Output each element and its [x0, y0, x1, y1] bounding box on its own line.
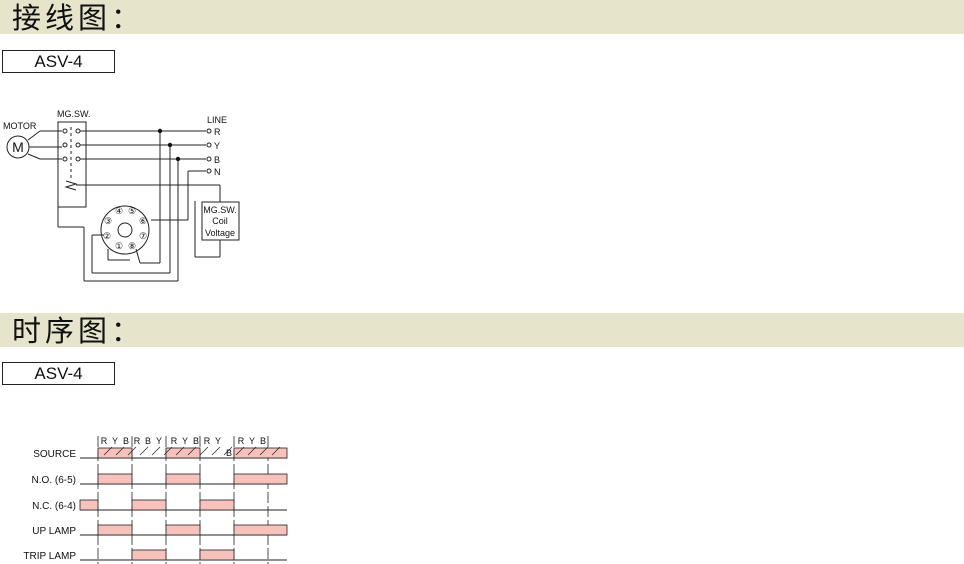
wiring-section-title: 接线图：: [12, 1, 145, 35]
timing-phase-tick: [211, 446, 221, 456]
timing-pulse: [131, 499, 167, 511]
timing-phase-label: Y: [249, 436, 255, 446]
timing-phase-label: B: [145, 436, 151, 446]
timing-phase-tick: [187, 446, 197, 456]
timing-phase-tick: [127, 446, 137, 456]
pin-2: ②: [103, 231, 111, 241]
timing-phase-label: Y: [182, 436, 188, 446]
timing-phase-label: R: [238, 436, 245, 446]
relay-socket: [100, 205, 150, 255]
timing-phase-label: B: [123, 436, 129, 446]
line-y-label: Y: [214, 141, 220, 151]
timing-pulse: [199, 549, 235, 561]
motor-symbol-letter: M: [12, 139, 24, 155]
line-b-label: B: [214, 155, 220, 165]
switch-label: MG.SW.: [57, 109, 91, 119]
pin-5: ⑤: [128, 206, 136, 216]
wiring-diagram: MOTOR M MG.SW. LINE R Y B N MG.SW. Coil …: [3, 109, 240, 282]
timing-pulse: [233, 524, 288, 536]
timing-phase-tick: [115, 446, 125, 456]
timing-pulse: [165, 447, 201, 459]
timing-phase-tick: [175, 446, 185, 456]
wiring-model-label: ASV-4: [2, 50, 115, 73]
line-n-label: N: [214, 167, 221, 177]
timing-b-marker: B: [226, 448, 232, 458]
timing-pulse: [131, 549, 167, 561]
timing-pulse: [79, 499, 99, 511]
timing-pulse: [199, 499, 235, 511]
timing-pulse: [233, 473, 288, 485]
timing-phase-label: R: [171, 436, 178, 446]
coil-label-1: MG.SW.: [203, 205, 237, 215]
motor-label: MOTOR: [3, 121, 37, 131]
timing-pulse: [97, 524, 133, 536]
timing-phase-label: R: [134, 436, 141, 446]
timing-pulse: [165, 524, 201, 536]
timing-pulse: [165, 473, 201, 485]
timing-phase-tick: [271, 446, 281, 456]
timing-phase-tick: [139, 446, 149, 456]
timing-phase-tick: [235, 446, 245, 456]
timing-model-label: ASV-4: [2, 362, 115, 385]
pin-8: ⑧: [128, 241, 136, 251]
timing-phase-label: Y: [215, 436, 221, 446]
timing-pulse: [97, 473, 133, 485]
pin-3: ③: [104, 216, 112, 226]
pin-7: ⑦: [139, 231, 147, 241]
timing-section-title: 时序图：: [12, 314, 145, 348]
timing-phase-tick: [151, 446, 161, 456]
timing-phase-tick: [247, 446, 257, 456]
timing-phase-label: B: [260, 436, 266, 446]
timing-phase-label: R: [204, 436, 211, 446]
coil-label-2: Coil: [212, 216, 228, 226]
timing-pulse: [233, 447, 288, 459]
pin-6: ⑥: [139, 216, 147, 226]
line-r-label: R: [214, 127, 221, 137]
timing-phase-tick: [103, 446, 113, 456]
timing-phase-label: R: [101, 436, 108, 446]
pin-4: ④: [115, 206, 123, 216]
timing-section-header: 时序图：: [0, 313, 964, 348]
timing-phase-label: Y: [156, 436, 162, 446]
pin-1: ①: [115, 241, 123, 251]
timing-phase-label: Y: [112, 436, 118, 446]
timing-phase-tick: [199, 446, 209, 456]
line-label: LINE: [207, 115, 227, 125]
timing-row-label: SOURCE: [33, 449, 76, 460]
timing-phase-tick: [163, 446, 173, 456]
mg-switch-box: [57, 121, 87, 208]
timing-phase-tick: [223, 446, 233, 456]
timing-pulse: [97, 447, 133, 459]
timing-row-label: N.O. (6-5): [32, 475, 76, 486]
coil-label-3: Voltage: [205, 228, 235, 238]
timing-diagram: SOURCE N.O. (6-5) N.C. (6-4) UP LAMP TRIP LA…: [23, 436, 288, 564]
timing-phase-tick: [259, 446, 269, 456]
timing-phase-label: B: [193, 436, 199, 446]
timing-row-label: UP LAMP: [32, 526, 76, 537]
timing-row-label: TRIP LAMP: [23, 551, 76, 562]
wiring-section-header: 接线图：: [0, 0, 964, 35]
timing-row-label: N.C. (6-4): [32, 501, 76, 512]
